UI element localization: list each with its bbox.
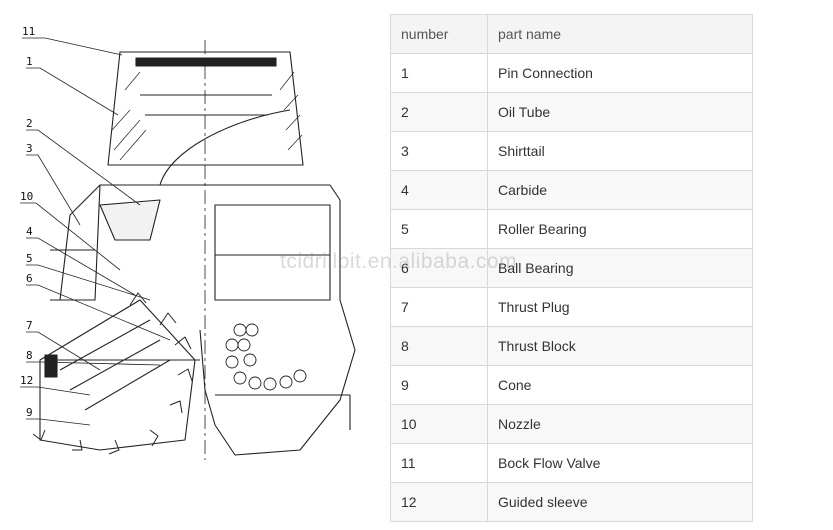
drill-bit-cross-section: 11 1 2 3 10 4 5 6 7 8 12 9 [20, 25, 356, 460]
row-part-name: Thrust Plug [487, 287, 753, 327]
carbide-inserts [225, 323, 307, 391]
row-part-name: Thrust Block [487, 326, 753, 366]
row-number: 3 [390, 131, 488, 171]
row-part-name: Pin Connection [487, 53, 753, 93]
row-number: 6 [390, 248, 488, 288]
header-number: number [390, 14, 488, 54]
row-number: 11 [390, 443, 488, 483]
callout-12: 12 [20, 374, 33, 387]
row-part-name: Guided sleeve [487, 482, 753, 522]
row-part-name: Bock Flow Valve [487, 443, 753, 483]
row-number: 10 [390, 404, 488, 444]
row-number: 1 [390, 53, 488, 93]
callout-10: 10 [20, 190, 33, 203]
callout-1: 1 [26, 55, 33, 68]
row-number: 12 [390, 482, 488, 522]
row-part-name: Nozzle [487, 404, 753, 444]
table-header-row: number part name [390, 14, 753, 54]
callout-8: 8 [26, 349, 33, 362]
callout-9: 9 [26, 406, 33, 419]
callout-2: 2 [26, 117, 33, 130]
row-part-name: Roller Bearing [487, 209, 753, 249]
row-number: 2 [390, 92, 488, 132]
callout-5: 5 [26, 252, 33, 265]
bit-body-shape [100, 184, 356, 456]
callout-3: 3 [26, 142, 33, 155]
row-part-name: Ball Bearing [487, 248, 753, 288]
row-part-name: Cone [487, 365, 753, 405]
cone-shape [39, 299, 196, 451]
row-part-name: Carbide [487, 170, 753, 210]
callout-11: 11 [22, 25, 35, 38]
callout-4: 4 [26, 225, 33, 238]
oil-tube-shape [99, 199, 161, 241]
row-number: 7 [390, 287, 488, 327]
tricone-bit-drawing: 11 1 2 3 10 4 5 6 7 8 12 9 [0, 0, 375, 530]
pin-connection-shape [107, 51, 304, 166]
row-number: 5 [390, 209, 488, 249]
row-number: 8 [390, 326, 488, 366]
row-number: 4 [390, 170, 488, 210]
row-part-name: Shirttail [487, 131, 753, 171]
callout-7: 7 [26, 319, 33, 332]
callout-6: 6 [26, 272, 33, 285]
row-part-name: Oil Tube [487, 92, 753, 132]
header-part-name: part name [487, 14, 753, 54]
row-number: 9 [390, 365, 488, 405]
